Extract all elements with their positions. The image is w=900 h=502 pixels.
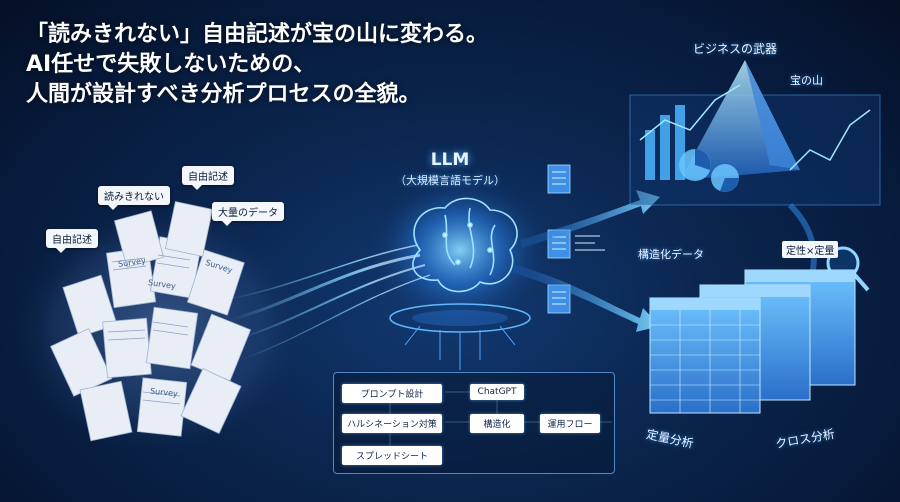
label-structured-data: 構造化データ xyxy=(638,248,704,261)
flow-structuring: 構造化 xyxy=(470,414,524,433)
arrow-to-structured xyxy=(513,265,660,332)
label-quant-qual: 定性×定量 xyxy=(782,241,839,258)
label-business-weapon: ビジネスの武器 xyxy=(693,42,778,56)
tag-free-text-top: 自由記述 xyxy=(182,166,234,190)
tag-unreadable: 読みきれない xyxy=(98,186,170,210)
flow-prompt-design: プロンプト設計 xyxy=(342,384,442,403)
structured-sheets xyxy=(649,269,856,414)
paper-lines xyxy=(107,254,191,405)
treasure-mountain xyxy=(629,60,881,206)
flow-chatgpt: ChatGPT xyxy=(470,384,524,400)
flow-spreadsheet: スプレッドシート xyxy=(342,446,442,465)
brain-platform-core xyxy=(412,310,508,326)
headline-line-1: 「読みきれない」自由記述が宝の山に変わる。 xyxy=(26,22,489,47)
flow-operation: 運用フロー xyxy=(540,414,600,433)
flow-hallucination: ハルシネーション対策 xyxy=(342,414,442,433)
headline: 「読みきれない」自由記述が宝の山に変わる。 AI任せで失敗しないための、 人間が… xyxy=(26,20,546,110)
label-treasure: 宝の山 xyxy=(790,74,823,87)
headline-line-2: AI任せで失敗しないための、 xyxy=(26,52,316,77)
tag-large-data: 大量のデータ xyxy=(212,202,284,226)
circuit-lines xyxy=(404,325,516,370)
brain-glow xyxy=(365,170,555,330)
llm-subtitle: （大規模言語モデル） xyxy=(395,174,505,187)
paper-pile xyxy=(50,201,252,442)
brain-icon xyxy=(412,197,518,293)
headline-line-3: 人間が設計すべき分析プロセスの全貌。 xyxy=(26,82,421,107)
arrow-to-treasure xyxy=(520,190,660,248)
llm-title: LLM xyxy=(430,150,470,170)
tag-free-text-left: 自由記述 xyxy=(46,229,98,253)
